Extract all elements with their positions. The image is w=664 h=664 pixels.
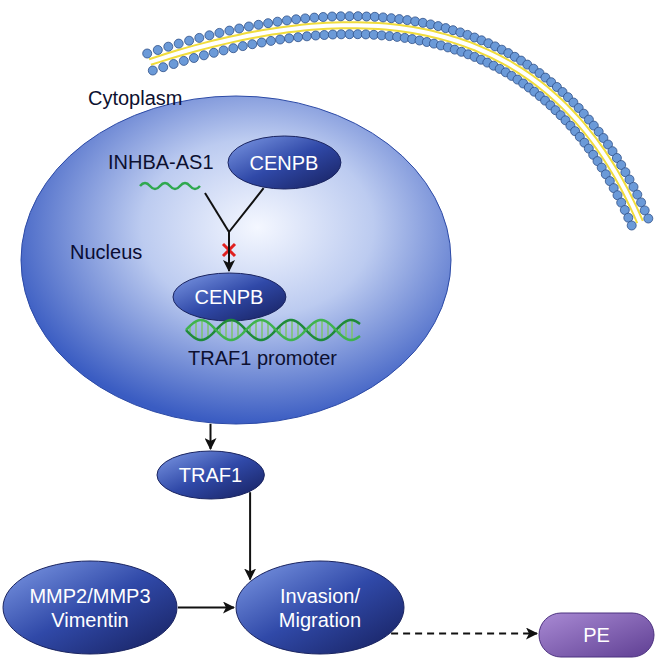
lipid-head bbox=[169, 60, 178, 69]
lipid-head bbox=[627, 221, 636, 230]
protein-ellipse: TRAF1 bbox=[156, 450, 265, 500]
lipid-head bbox=[285, 34, 294, 43]
lipid-head bbox=[345, 30, 354, 39]
base-pair bbox=[345, 321, 347, 338]
base-pair bbox=[207, 323, 209, 338]
base-pair bbox=[297, 323, 299, 338]
node-shape bbox=[2, 560, 178, 655]
node-label: CENPB bbox=[195, 285, 264, 309]
lipid-head bbox=[276, 35, 285, 44]
lipid-head bbox=[310, 13, 319, 22]
process-ellipse: Invasion/ Migration bbox=[235, 560, 405, 655]
lipid-head bbox=[164, 42, 173, 51]
lipid-head bbox=[264, 19, 273, 28]
lipid-head bbox=[179, 56, 188, 65]
lipid-head bbox=[248, 40, 257, 49]
node-label: PE bbox=[583, 623, 610, 647]
lipid-head bbox=[301, 14, 310, 23]
lipid-head bbox=[174, 39, 183, 48]
lipid-head bbox=[353, 30, 362, 39]
lipid-head bbox=[238, 42, 247, 51]
base-pair bbox=[225, 321, 227, 338]
lipid-head bbox=[229, 44, 238, 53]
lipid-head bbox=[640, 206, 649, 215]
node-label: Invasion/ Migration bbox=[265, 584, 375, 632]
node-label: Nucleus bbox=[70, 240, 142, 264]
lipid-head bbox=[328, 30, 337, 39]
lipid-head bbox=[336, 12, 345, 21]
outcome-box: PE bbox=[538, 612, 655, 658]
text-label: Cytoplasm bbox=[88, 86, 182, 110]
base-pair bbox=[321, 320, 323, 340]
lipid-head bbox=[244, 22, 253, 31]
lipid-head bbox=[143, 49, 152, 58]
lipid-head bbox=[395, 15, 404, 24]
lipid-head bbox=[195, 33, 204, 42]
base-pair bbox=[285, 321, 287, 338]
base-pair bbox=[291, 320, 293, 340]
lipid-head bbox=[370, 12, 379, 21]
lipid-head bbox=[337, 30, 346, 39]
arrow-connector bbox=[210, 424, 212, 449]
base-pair bbox=[231, 320, 233, 340]
arrow-connector bbox=[178, 607, 234, 609]
lipid-head bbox=[292, 15, 301, 24]
lipid-head bbox=[219, 46, 228, 55]
node-label: MMP2/MMP3 Vimentin bbox=[25, 584, 155, 632]
base-pair bbox=[195, 321, 197, 338]
lipid-head bbox=[379, 13, 388, 22]
protein-ellipse: CENPB bbox=[172, 272, 287, 322]
base-pair bbox=[327, 323, 329, 338]
lipid-head bbox=[362, 12, 371, 21]
lipid-head bbox=[282, 16, 291, 25]
base-pair bbox=[237, 323, 239, 338]
lipid-head bbox=[235, 24, 244, 33]
lipid-head bbox=[153, 46, 162, 55]
lipid-head bbox=[354, 12, 363, 21]
lipid-head bbox=[159, 63, 168, 72]
nucleus-ellipse: NucleusCENPBCENPB bbox=[20, 95, 452, 425]
base-pair bbox=[255, 321, 257, 338]
lipid-head bbox=[215, 28, 224, 37]
lipid-head bbox=[345, 12, 354, 21]
lipid-head bbox=[209, 48, 218, 57]
protein-ellipse: CENPB bbox=[227, 135, 342, 190]
base-pair bbox=[201, 320, 203, 340]
lipid-head bbox=[302, 32, 311, 41]
base-pair bbox=[267, 323, 269, 338]
base-pair bbox=[261, 320, 263, 340]
lipid-head bbox=[319, 13, 328, 22]
lipid-head bbox=[403, 16, 412, 25]
arrow-connector bbox=[249, 492, 251, 579]
base-pair bbox=[315, 321, 317, 338]
text-label: TRAF1 promoter bbox=[188, 346, 337, 370]
lipid-head bbox=[225, 26, 234, 35]
lipid-head bbox=[199, 51, 208, 60]
marker-ellipse: MMP2/MMP3 Vimentin bbox=[2, 560, 178, 655]
node-label: TRAF1 bbox=[179, 463, 242, 487]
lipid-head bbox=[273, 17, 282, 26]
lipid-head bbox=[387, 14, 396, 23]
lipid-head bbox=[185, 36, 194, 45]
lipid-head bbox=[311, 31, 320, 40]
node-shape bbox=[235, 560, 405, 655]
lipid-head bbox=[328, 12, 337, 21]
lipid-head bbox=[254, 20, 263, 29]
dashed-arrow bbox=[391, 633, 537, 635]
lipid-head bbox=[189, 54, 198, 63]
lipid-head bbox=[205, 31, 214, 40]
lipid-head bbox=[320, 31, 329, 40]
lipid-head bbox=[257, 38, 266, 47]
lipid-head bbox=[266, 36, 275, 45]
text-label: INHBA-AS1 bbox=[108, 150, 214, 174]
node-label: CENPB bbox=[250, 151, 319, 175]
base-pair bbox=[351, 320, 353, 340]
lipid-head bbox=[148, 66, 157, 75]
lipid-head bbox=[294, 33, 303, 42]
lipid-head bbox=[644, 214, 653, 223]
